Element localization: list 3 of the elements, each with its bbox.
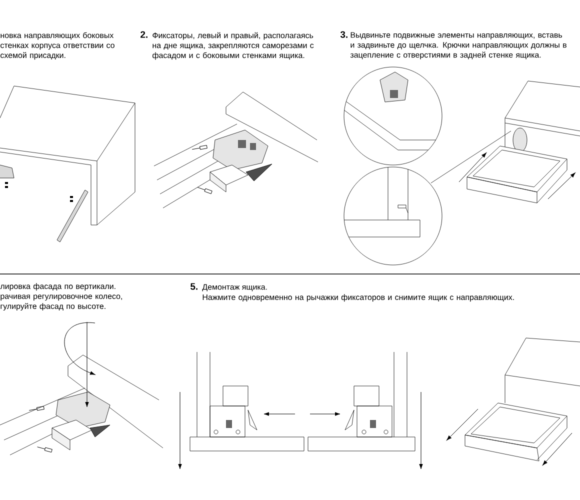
- step-number: 2.: [140, 31, 148, 38]
- step-number: 5.: [190, 283, 198, 290]
- step-number: 3.: [340, 31, 348, 38]
